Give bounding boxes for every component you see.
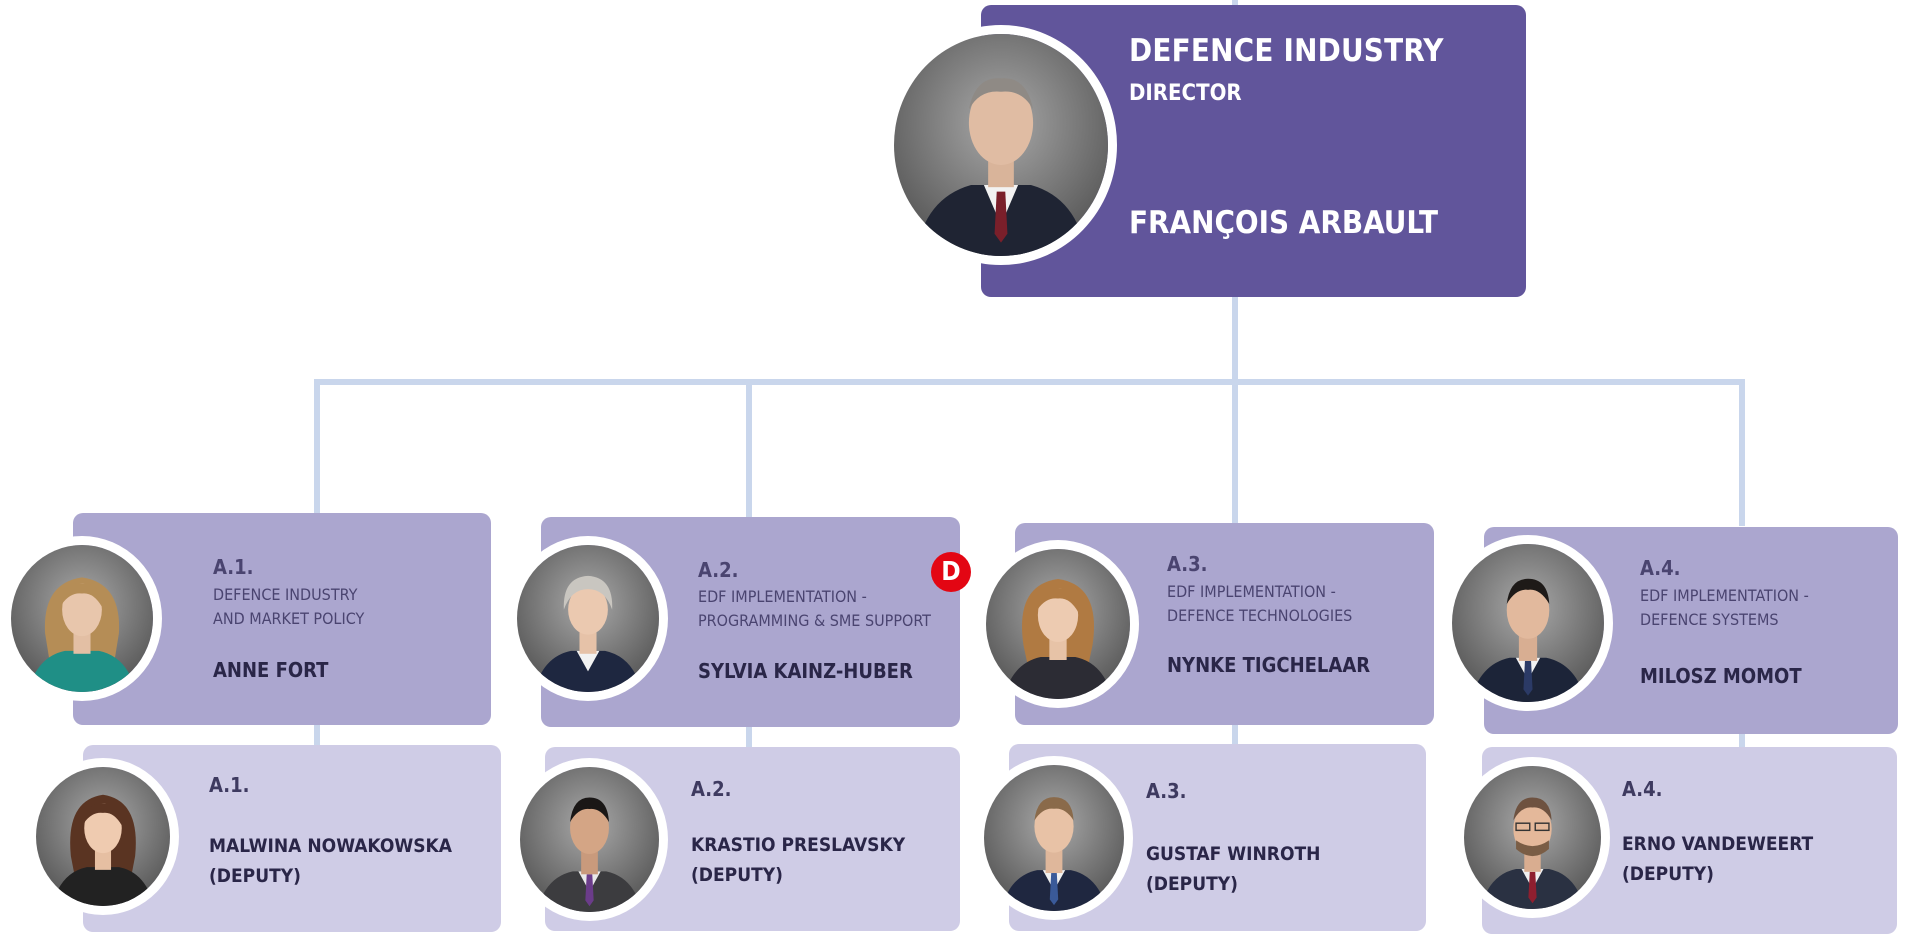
unit-description-line2: PROGRAMMING & SME SUPPORT (698, 611, 931, 630)
connector-director-top (1232, 0, 1238, 8)
deputy-unit-code: A.4. (1622, 777, 1663, 801)
portrait-woman-icon (508, 536, 668, 701)
connector-director-down (1232, 296, 1238, 382)
director-unit-title: DEFENCE INDUSTRY (1129, 33, 1444, 69)
portrait-woman-icon (2, 536, 162, 701)
portrait-man-icon (1455, 757, 1610, 918)
deputy-name: KRASTIO PRESLAVSKY (691, 834, 906, 856)
portrait-man-icon (885, 25, 1117, 265)
deputy-label: (DEPUTY) (1146, 873, 1238, 895)
connector-drop-a3 (1232, 379, 1238, 523)
deputy-name: ERNO VANDEWEERT (1622, 833, 1814, 855)
director-name: FRANÇOIS ARBAULT (1129, 205, 1439, 241)
connector-deputy-a2 (746, 726, 752, 748)
unit-head-name: MILOSZ MOMOT (1640, 664, 1802, 688)
unit-description-line2: DEFENCE TECHNOLOGIES (1167, 606, 1353, 625)
unit-head-name: ANNE FORT (213, 658, 329, 682)
unit-head-name: SYLVIA KAINZ-HUBER (698, 659, 913, 683)
deputy-unit-code: A.3. (1146, 779, 1187, 803)
unit-code: A.2. (698, 558, 739, 582)
connector-drop-a1 (314, 379, 320, 514)
unit-description-line2: DEFENCE SYSTEMS (1640, 610, 1779, 629)
d-badge: D (931, 552, 971, 592)
deputy-unit-code: A.1. (209, 773, 250, 797)
connector-drop-a4 (1739, 379, 1745, 526)
unit-code: A.3. (1167, 552, 1208, 576)
portrait-man-icon (511, 758, 668, 921)
portrait-woman-icon (27, 758, 179, 915)
unit-head-name: NYNKE TIGCHELAAR (1167, 653, 1371, 677)
connector-deputy-a3 (1232, 724, 1238, 744)
deputy-label: (DEPUTY) (209, 865, 301, 887)
unit-code: A.1. (213, 555, 254, 579)
connector-deputy-a4 (1739, 732, 1745, 748)
portrait-woman-icon (977, 540, 1139, 708)
director-role: DIRECTOR (1129, 81, 1242, 106)
unit-description-line1: DEFENCE INDUSTRY (213, 585, 358, 604)
unit-description-line1: EDF IMPLEMENTATION - (698, 587, 867, 606)
deputy-unit-code: A.2. (691, 777, 732, 801)
deputy-label: (DEPUTY) (691, 864, 783, 886)
connector-drop-a2 (746, 379, 752, 518)
deputy-label: (DEPUTY) (1622, 863, 1714, 885)
unit-description-line1: EDF IMPLEMENTATION - (1640, 586, 1809, 605)
deputy-name: MALWINA NOWAKOWSKA (209, 835, 453, 857)
deputy-name: GUSTAF WINROTH (1146, 843, 1321, 865)
unit-code: A.4. (1640, 556, 1681, 580)
portrait-man-icon (975, 756, 1133, 920)
portrait-man-icon (1443, 535, 1613, 711)
unit-description-line1: EDF IMPLEMENTATION - (1167, 582, 1336, 601)
connector-horizontal (314, 379, 1745, 385)
unit-description-line2: AND MARKET POLICY (213, 609, 365, 628)
connector-deputy-a1 (314, 724, 320, 746)
